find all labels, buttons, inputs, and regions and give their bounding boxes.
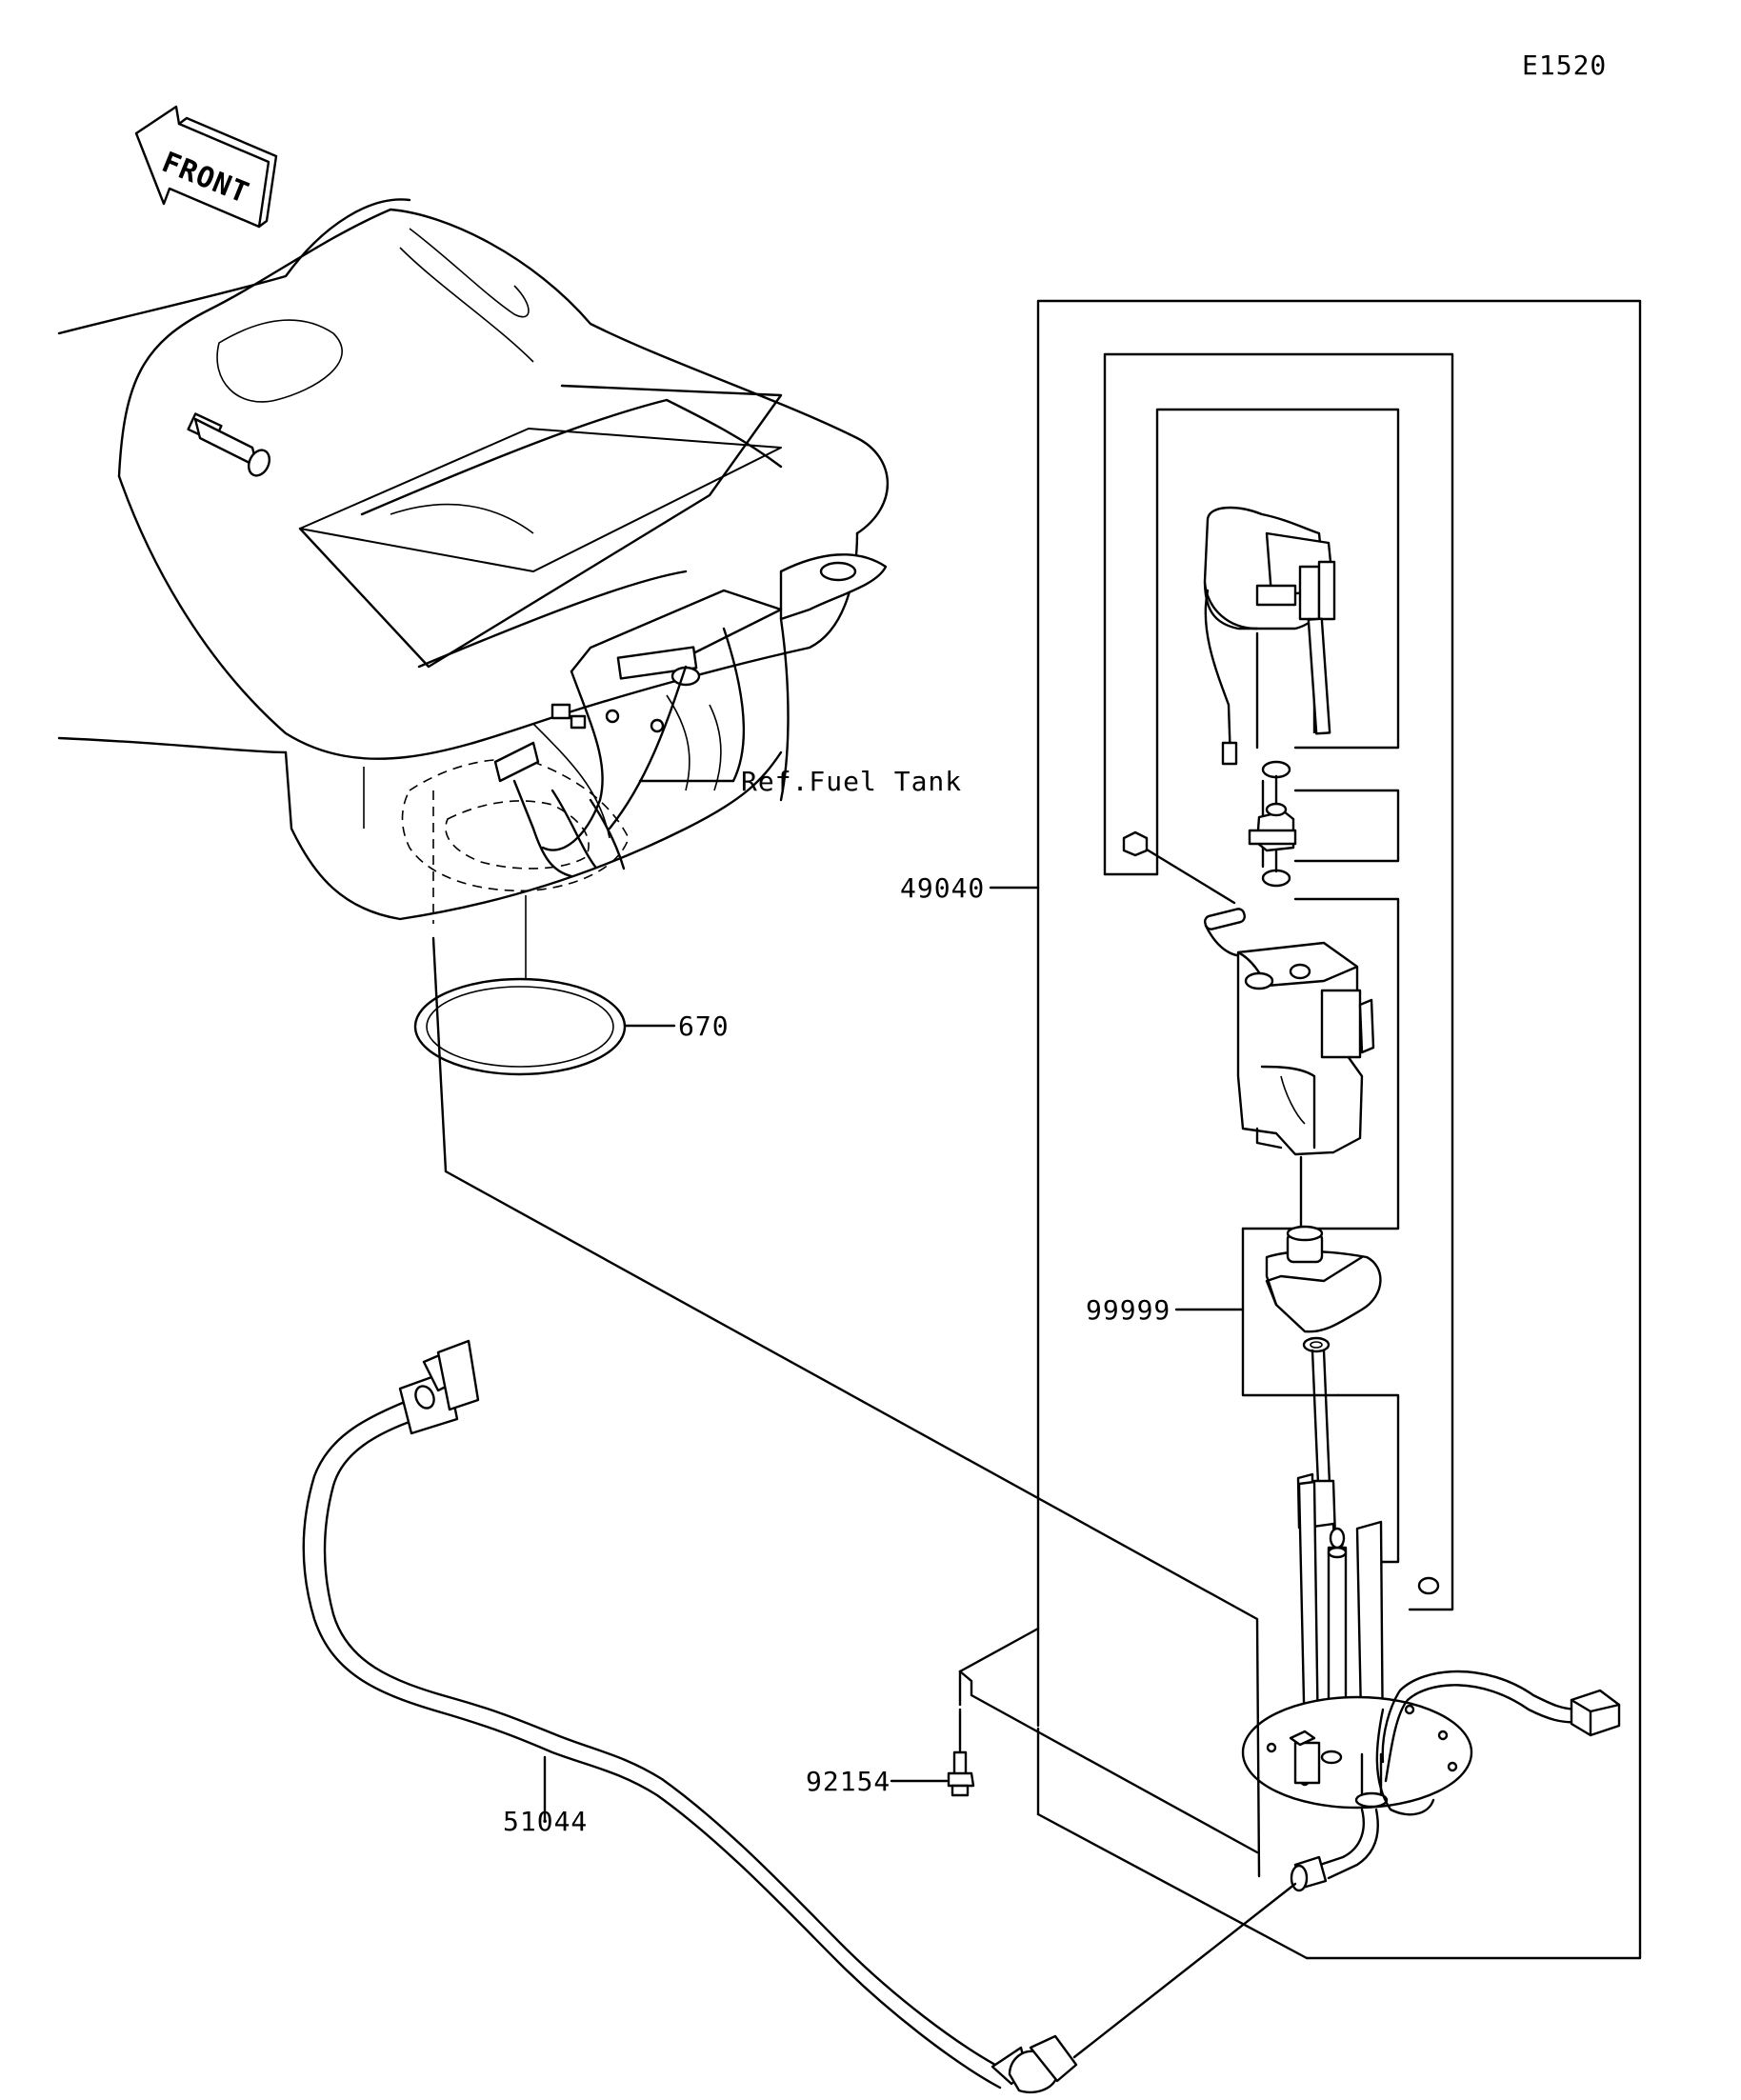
filter-label: 99999 [1086,1294,1171,1326]
fuel-pump-body [1236,941,1375,1230]
level-sender-unit [1203,506,1336,766]
bolt-92154: 92154 [806,1708,975,1797]
fuel-hose-51044: 51044 [302,1339,1297,2094]
gasket-670: 670 [413,895,730,1076]
gasket-label: 670 [678,1010,730,1042]
bolt-label: 92154 [806,1766,891,1797]
pump-assembly-bracket: 49040 [900,299,1642,1960]
pump-assembly-label: 49040 [900,872,985,904]
pump-base-plate [1241,1349,1621,1892]
diagram-code: E1520 [1522,50,1607,81]
connector-and-seals [1122,760,1297,957]
hose-label: 51044 [503,1806,588,1837]
front-arrow-icon: FRONT [134,105,278,229]
assembly-leader-lines [431,936,1261,1878]
ref-fuel-tank-label: Ref.Fuel Tank [741,766,962,797]
fuel-filter-99999: 99999 [1086,1225,1382,1353]
fuel-tank-drawing: Ref.Fuel Tank [57,198,962,924]
